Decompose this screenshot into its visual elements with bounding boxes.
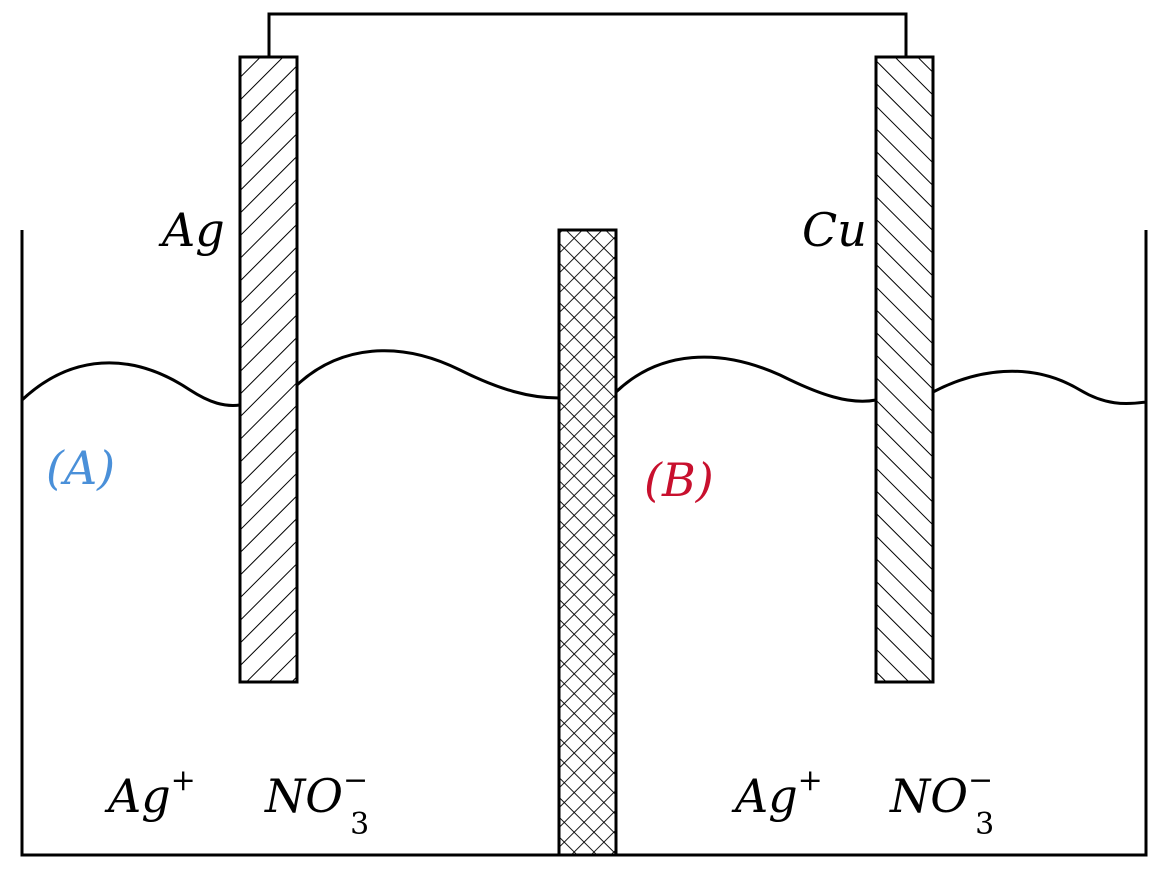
copper-electrode	[874, 55, 935, 684]
liquid-surface-left	[20, 361, 241, 407]
compartment-b-label: (B)	[644, 453, 714, 507]
right-cation-label: Ag+	[731, 763, 823, 823]
left-anion-label: NO−3	[264, 763, 369, 842]
left-cation-label: Ag+	[104, 763, 196, 823]
silver-electrode-label: Ag	[158, 203, 225, 257]
connecting-wire	[267, 12, 908, 57]
liquid-surface-middle-right	[614, 355, 877, 403]
compartment-a-label: (A)	[46, 441, 115, 495]
porous-barrier	[557, 228, 618, 857]
liquid-surface-right	[932, 369, 1147, 406]
silver-electrode	[238, 55, 299, 684]
copper-electrode-label: Cu	[802, 203, 867, 257]
right-anion-label: NO−3	[889, 763, 994, 842]
liquid-surface-middle-left	[295, 349, 560, 400]
